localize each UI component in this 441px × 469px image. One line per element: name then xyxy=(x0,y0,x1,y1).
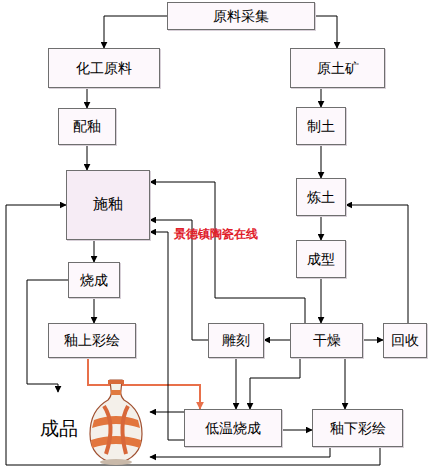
flow-arrow xyxy=(150,232,184,440)
glaze-step-box: 施釉 xyxy=(66,170,150,240)
flow-arrow xyxy=(150,182,305,323)
node-text: 干燥 xyxy=(313,332,341,348)
process-box: 成型 xyxy=(296,240,346,278)
node-text: 釉上彩绘 xyxy=(64,332,120,348)
flow-arrow xyxy=(150,412,184,413)
flow-arrow xyxy=(321,216,322,240)
flow-arrow xyxy=(94,240,95,262)
flow-arrow xyxy=(236,358,237,409)
node-text: 低温烧成 xyxy=(205,420,261,436)
flow-arrow xyxy=(346,205,408,323)
node-text: 成型 xyxy=(307,251,335,267)
process-box: 雕刻 xyxy=(208,323,264,358)
flow-arrow xyxy=(345,358,346,409)
node-text: 施釉 xyxy=(93,196,123,213)
flow-arrow xyxy=(363,340,383,341)
node-text: 化工原料 xyxy=(76,60,132,76)
process-box: 化工原料 xyxy=(48,48,160,88)
node-text: 釉下彩绘 xyxy=(330,420,386,436)
node-text: 配釉 xyxy=(73,118,101,134)
process-box: 原料采集 xyxy=(167,2,315,30)
flow-arrow xyxy=(321,278,322,323)
node-text: 制土 xyxy=(307,118,335,134)
flow-arrow xyxy=(315,16,337,48)
node-text: 原料采集 xyxy=(213,8,269,24)
flow-arrow xyxy=(94,298,95,323)
process-box: 釉下彩绘 xyxy=(312,409,403,447)
node-text: 成品 xyxy=(40,418,78,440)
process-box: 烧成 xyxy=(68,262,120,298)
process-box: 回收 xyxy=(383,323,427,358)
process-box: 低温烧成 xyxy=(184,409,282,447)
node-text: 炼土 xyxy=(307,189,335,205)
flow-arrow xyxy=(250,358,300,409)
flow-arrow xyxy=(104,16,167,48)
flow-arrow xyxy=(321,145,322,178)
node-text: 回收 xyxy=(391,332,419,348)
node-text: 雕刻 xyxy=(222,332,250,348)
flow-arrow xyxy=(282,430,312,431)
node-text: 原土矿 xyxy=(317,60,359,76)
flow-arrow xyxy=(150,447,330,457)
product-node: 成品 xyxy=(38,392,150,466)
process-box: 干燥 xyxy=(290,323,363,358)
process-box: 制土 xyxy=(296,107,346,145)
process-box: 炼土 xyxy=(296,178,346,216)
flow-arrow xyxy=(321,88,322,107)
process-box: 配釉 xyxy=(58,108,116,145)
node-text: 烧成 xyxy=(80,272,108,288)
flow-arrow xyxy=(87,88,88,108)
watermark: 景德镇陶瓷在线 xyxy=(174,226,258,243)
process-box: 釉上彩绘 xyxy=(48,323,136,358)
flow-arrow xyxy=(264,340,290,341)
vase-illustration xyxy=(84,376,148,468)
flow-arrow xyxy=(87,145,88,170)
process-box: 原土矿 xyxy=(290,48,385,88)
